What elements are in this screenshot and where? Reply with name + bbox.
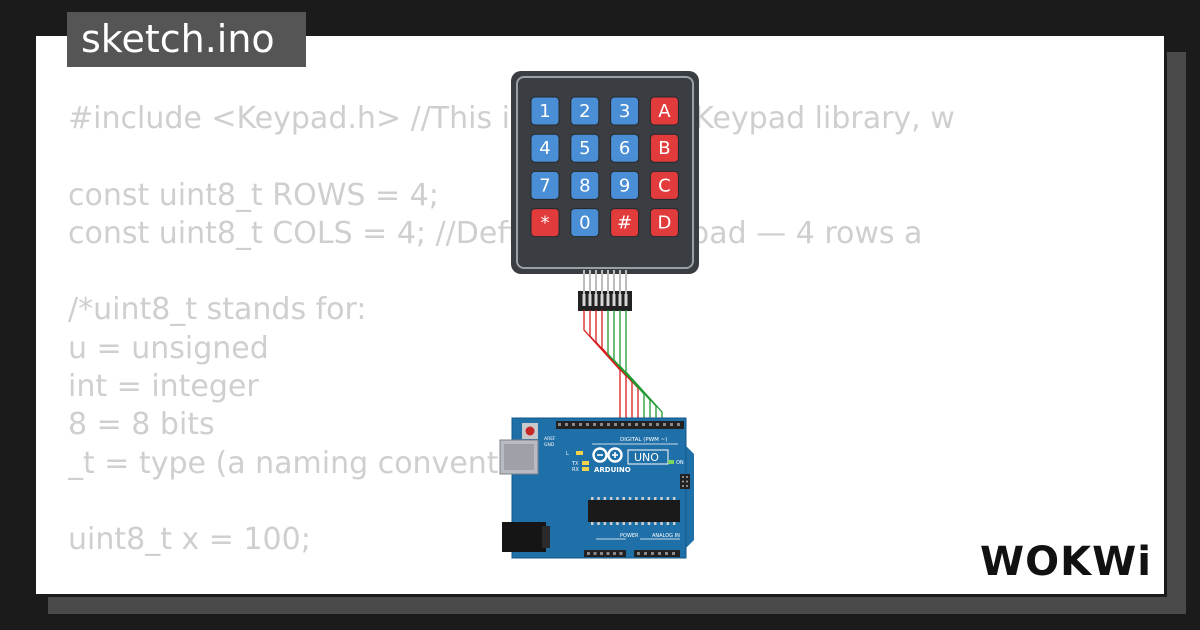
analog-header bbox=[634, 550, 680, 557]
keypad-key-label: # bbox=[617, 213, 632, 234]
keypad-key-label: 0 bbox=[579, 213, 590, 234]
keypad-key-label: 5 bbox=[579, 138, 590, 159]
keypad-key[interactable]: 6 bbox=[610, 133, 640, 163]
keypad-key-label: B bbox=[658, 138, 670, 159]
code-line: 8 = 8 bits bbox=[68, 407, 215, 443]
keypad-key-label: 6 bbox=[619, 138, 630, 159]
svg-text:TX: TX bbox=[571, 461, 579, 467]
keypad-key-label: C bbox=[658, 175, 671, 196]
keypad-key-label: 3 bbox=[619, 101, 630, 122]
keypad-key[interactable]: 8 bbox=[570, 170, 600, 200]
uno-badge bbox=[627, 449, 669, 465]
aref-label: AREF bbox=[544, 436, 556, 442]
keypad-key[interactable]: 1 bbox=[530, 96, 560, 126]
analog-label: ANALOG IN bbox=[652, 533, 680, 539]
keypad-key-label: 4 bbox=[539, 138, 550, 159]
svg-text:RX: RX bbox=[572, 467, 579, 473]
keypad-key[interactable]: B bbox=[649, 133, 679, 163]
sketch-title[interactable]: sketch.ino bbox=[67, 12, 306, 67]
wokwi-logo[interactable]: WOKWi bbox=[978, 536, 1151, 587]
keypad-key[interactable]: A bbox=[649, 96, 679, 126]
code-line: const uint8_t ROWS = 4; bbox=[68, 177, 439, 213]
keypad-key[interactable]: 9 bbox=[610, 170, 640, 200]
keypad-key[interactable]: * bbox=[530, 208, 560, 238]
keypad-key-label: 8 bbox=[579, 175, 590, 196]
digital-label: DIGITAL (PWM ~) bbox=[620, 437, 667, 443]
keypad-connector bbox=[578, 270, 632, 311]
wires bbox=[583, 310, 663, 422]
arduino-uno[interactable]: DIGITAL (PWM ~) AREF GND L TX RX ARDUINO… bbox=[499, 417, 694, 559]
wokwi-logo-icon: WOKWi bbox=[980, 539, 1151, 585]
keypad-key-label: 1 bbox=[539, 101, 550, 122]
keypad-4x4[interactable]: 1 2 3 A 4 5 6 B 7 8 9 C * 0 # D bbox=[511, 71, 699, 274]
rx-led bbox=[582, 467, 589, 471]
svg-text:ON: ON bbox=[676, 460, 684, 466]
power-header bbox=[584, 550, 626, 557]
keypad-key-label: A bbox=[658, 101, 671, 122]
uno-label: UNO bbox=[634, 451, 659, 464]
atmega-chip bbox=[588, 500, 680, 522]
code-line: int = integer bbox=[68, 369, 259, 405]
power-label: POWER bbox=[620, 533, 639, 539]
arduino-brand: ARDUINO bbox=[594, 466, 631, 474]
keypad-key-label: 2 bbox=[579, 101, 590, 122]
svg-text:L: L bbox=[566, 451, 569, 457]
keypad-key[interactable]: 3 bbox=[610, 96, 640, 126]
keypad-key[interactable]: D bbox=[649, 208, 679, 238]
gnd-label: GND bbox=[544, 442, 555, 448]
keypad-key-label: 9 bbox=[619, 175, 630, 196]
wokwi-logo-text: WOKWi bbox=[980, 539, 1150, 582]
arduino-logo-icon bbox=[592, 447, 623, 463]
l-led bbox=[576, 451, 583, 455]
keypad-key[interactable]: 0 bbox=[570, 208, 600, 238]
keypad-border bbox=[516, 76, 694, 269]
keypad-key[interactable]: # bbox=[610, 208, 640, 238]
code-line: /*uint8_t stands for: bbox=[68, 292, 367, 328]
code-line: u = unsigned bbox=[68, 330, 269, 366]
icsp-header bbox=[680, 474, 690, 489]
keypad-key-label: * bbox=[541, 213, 550, 234]
keypad-key[interactable]: C bbox=[649, 170, 679, 200]
tx-led bbox=[582, 461, 589, 465]
power-jack bbox=[502, 522, 546, 552]
on-led bbox=[668, 460, 674, 464]
code-line: uint8_t x = 100; bbox=[68, 522, 311, 558]
keypad-key-label: D bbox=[657, 213, 671, 234]
keypad-key[interactable]: 2 bbox=[570, 96, 600, 126]
keypad-key-label: 7 bbox=[539, 175, 550, 196]
keypad-key[interactable]: 4 bbox=[530, 133, 560, 163]
digital-header bbox=[556, 421, 684, 429]
keypad-key[interactable]: 7 bbox=[530, 170, 560, 200]
keypad-key[interactable]: 5 bbox=[570, 133, 600, 163]
